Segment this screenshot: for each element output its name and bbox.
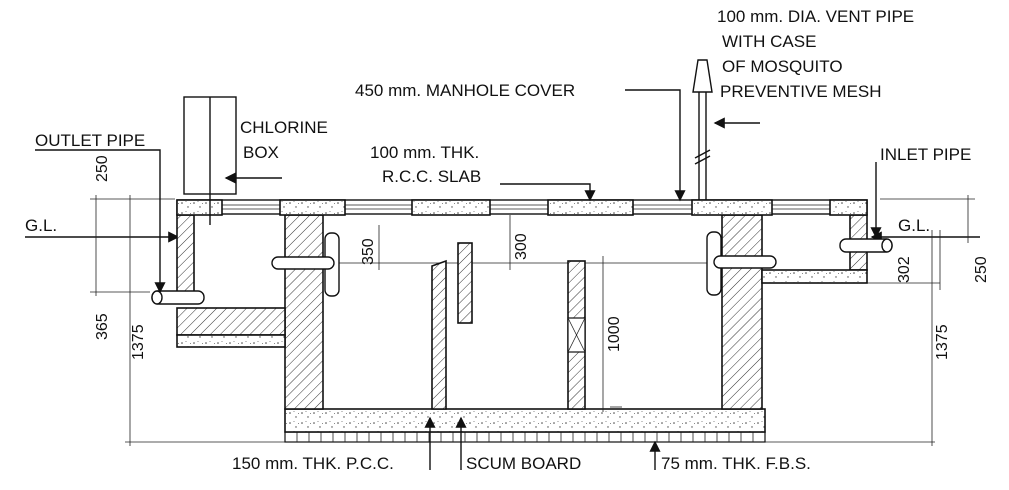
svg-text:WITH CASE: WITH CASE (722, 32, 816, 51)
svg-text:100 mm. DIA. VENT PIPE: 100 mm. DIA. VENT PIPE (717, 7, 914, 26)
manhole-cover-label: 450 mm. MANHOLE COVER (355, 81, 575, 100)
dim-1000: 1000 (606, 316, 623, 352)
svg-text:BOX: BOX (243, 143, 279, 162)
outlet-pipe (151, 290, 205, 305)
svg-text:R.C.C. SLAB: R.C.C. SLAB (382, 167, 481, 186)
gl-right-label: G.L. (898, 216, 930, 235)
svg-text:100 mm. THK.: 100 mm. THK. (370, 143, 479, 162)
left-main-wall (284, 214, 324, 410)
chlorine-box-label: CHLORINE BOX (240, 118, 328, 162)
partition-wall (567, 260, 586, 410)
fbs-label: 75 mm. THK. F.B.S. (661, 454, 811, 473)
vent-pipe-label: 100 mm. DIA. VENT PIPE WITH CASE OF MOSQ… (717, 7, 914, 101)
dim-250-left: 250 (94, 155, 111, 182)
outlet-chamber-screed (176, 334, 286, 348)
dimension-lines (95, 195, 969, 446)
gl-left-label: G.L. (25, 216, 57, 235)
vent-pipe (692, 59, 713, 200)
dim-300: 300 (513, 233, 530, 260)
inlet-tee-pipe (706, 231, 777, 296)
svg-text:PREVENTIVE MESH: PREVENTIVE MESH (720, 82, 882, 101)
scum-board-slanted (431, 259, 447, 410)
outlet-chamber-floor (176, 307, 286, 336)
dim-365: 365 (94, 313, 111, 340)
inlet-pipe-label: INLET PIPE (880, 145, 971, 164)
right-main-wall (721, 214, 763, 410)
rcc-slab-label: 100 mm. THK. R.C.C. SLAB (370, 143, 481, 186)
leader-lines (35, 89, 882, 470)
dim-350: 350 (360, 238, 377, 265)
svg-text:OF MOSQUITO: OF MOSQUITO (722, 57, 843, 76)
scum-board (457, 242, 473, 324)
fbs-layer (284, 431, 766, 443)
pcc-bed (284, 408, 766, 433)
svg-text:CHLORINE: CHLORINE (240, 118, 328, 137)
inlet-pipe (839, 238, 893, 253)
dim-250-right: 250 (973, 256, 990, 283)
outlet-chamber-wall (176, 214, 195, 296)
dim-302: 302 (896, 256, 913, 283)
rcc-slab (176, 199, 868, 216)
outlet-pipe-label: OUTLET PIPE (35, 131, 145, 150)
inlet-chamber-floor (761, 269, 868, 284)
dim-1375-left: 1375 (130, 324, 147, 360)
scum-board-label: SCUM BOARD (466, 454, 581, 473)
pcc-label: 150 mm. THK. P.C.C. (232, 454, 394, 473)
outlet-tee-pipe (271, 232, 340, 297)
dim-1375-right: 1375 (934, 324, 951, 360)
